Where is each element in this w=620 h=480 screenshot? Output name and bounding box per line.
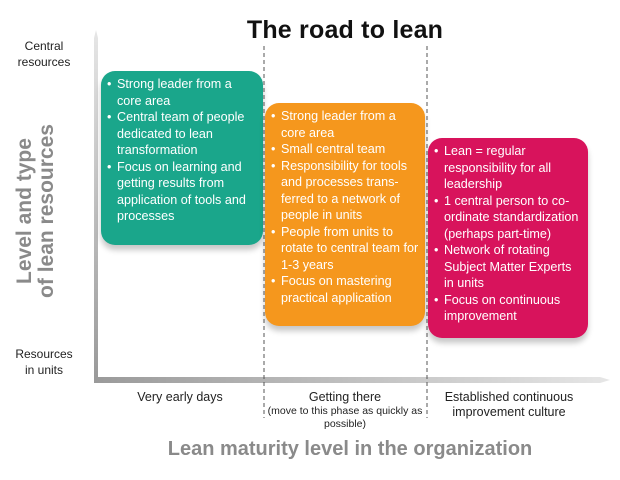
x-label-sub: (move to this phase as quickly as possib…: [267, 405, 423, 430]
stage-box-established: Lean = regular responsibility for all le…: [428, 138, 588, 338]
stage-box-early-list: Strong leader from a core area Central t…: [107, 76, 257, 225]
x-label-main: Established continuous improvement cultu…: [444, 390, 574, 419]
list-item: Responsibility for tools and processes t…: [271, 158, 419, 224]
list-item: Network of rotating Subject Matter Exper…: [434, 242, 582, 292]
list-item: Strong leader from a core area: [107, 76, 257, 109]
stage-box-getting-there-list: Strong leader from a core area Small cen…: [271, 108, 419, 306]
x-label-main: Getting there: [308, 390, 382, 404]
list-item: 1 central person to co-ordinate standard…: [434, 193, 582, 243]
stage-box-established-list: Lean = regular responsibility for all le…: [434, 143, 582, 325]
y-label-top-line2: resources: [17, 55, 71, 69]
y-label-bottom-line2: in units: [24, 363, 64, 377]
y-axis-arrow: [94, 30, 98, 378]
stage-box-getting-there: Strong leader from a core area Small cen…: [265, 103, 425, 326]
x-axis-arrow: [94, 377, 610, 383]
x-label-getting-there: Getting there (move to this phase as qui…: [265, 390, 425, 431]
list-item: Focus on continuous improvement: [434, 292, 582, 325]
diagram-title: The road to lean: [246, 16, 444, 44]
list-item: Central team of people dedicated to lean…: [107, 109, 257, 159]
list-item: Focus on mastering practical application: [271, 273, 419, 306]
y-label-central-resources: Central resources: [4, 38, 84, 70]
list-item: People from units to rotate to central t…: [271, 224, 419, 274]
list-item: Focus on learning and getting results fr…: [107, 159, 257, 225]
x-label-established: Established continuous improvement cultu…: [428, 390, 590, 420]
x-label-main: Very early days: [137, 390, 223, 404]
stage-box-early: Strong leader from a core area Central t…: [101, 71, 263, 245]
list-item: Lean = regular responsibility for all le…: [434, 143, 582, 193]
y-label-bottom-line1: Resources: [15, 347, 73, 361]
y-label-resources-in-units: Resources in units: [4, 346, 84, 378]
list-item: Strong leader from a core area: [271, 108, 419, 141]
x-axis-title: Lean maturity level in the organization: [167, 438, 533, 460]
list-item: Small central team: [271, 141, 419, 158]
y-label-top-line1: Central: [24, 39, 64, 53]
x-label-very-early-days: Very early days: [100, 390, 260, 405]
